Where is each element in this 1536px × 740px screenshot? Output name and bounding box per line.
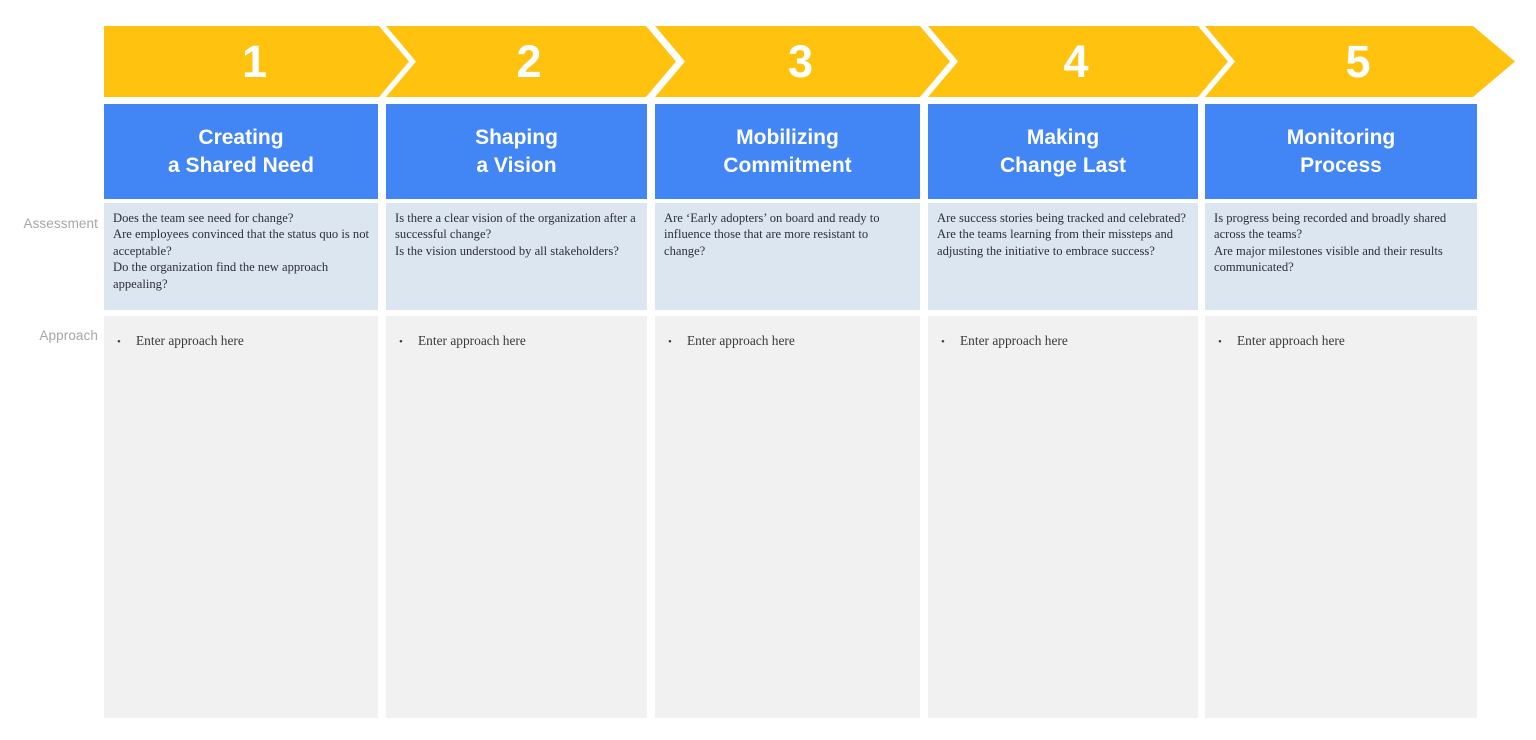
stage-title-line1: Shaping bbox=[475, 125, 558, 149]
approach-box-2[interactable]: • Enter approach here bbox=[386, 316, 647, 718]
assessment-box-4[interactable]: Are success stories being tracked and ce… bbox=[928, 203, 1198, 310]
approach-bullet-text: Enter approach here bbox=[136, 333, 244, 348]
stage-title-line2: Process bbox=[1300, 153, 1382, 177]
approach-bullet-text: Enter approach here bbox=[1237, 333, 1345, 348]
stage-number-5: 5 bbox=[1345, 36, 1371, 87]
stage-number-4: 4 bbox=[1063, 36, 1089, 87]
bullet-dot-icon: • bbox=[399, 336, 403, 348]
stage-title-2[interactable]: Shaping a Vision bbox=[386, 104, 647, 199]
approach-bullet-text: Enter approach here bbox=[687, 333, 795, 348]
stage-number-2: 2 bbox=[516, 36, 542, 87]
approach-box-3[interactable]: • Enter approach here bbox=[655, 316, 920, 718]
assessment-question: Is progress being recorded and broadly s… bbox=[1214, 211, 1447, 242]
approach-box-1[interactable]: • Enter approach here bbox=[104, 316, 378, 718]
approach-bullet-item[interactable]: • Enter approach here bbox=[1215, 332, 1467, 351]
approach-bullet-text: Enter approach here bbox=[418, 333, 526, 348]
bullet-dot-icon: • bbox=[117, 336, 121, 348]
assessment-box-3[interactable]: Are ‘Early adopters’ on board and ready … bbox=[655, 203, 920, 310]
stage-title-line1: Mobilizing bbox=[736, 125, 839, 149]
stage-chevron-5[interactable]: 5 bbox=[1205, 26, 1515, 97]
approach-bullet-text: Enter approach here bbox=[960, 333, 1068, 348]
row-label-assessment: Assessment bbox=[23, 216, 98, 231]
approach-bullet-item[interactable]: • Enter approach here bbox=[396, 332, 637, 351]
stage-title-line2: Change Last bbox=[999, 153, 1127, 177]
stage-title-1[interactable]: Creating a Shared Need bbox=[104, 104, 378, 199]
assessment-question: Are employees convinced that the status … bbox=[113, 227, 370, 258]
approach-bullet-item[interactable]: • Enter approach here bbox=[114, 332, 368, 351]
stage-chevron-band: 1 2 3 4 5 bbox=[104, 26, 1514, 97]
stage-chevron-1[interactable]: 1 bbox=[104, 26, 409, 97]
approach-box-5[interactable]: • Enter approach here bbox=[1205, 316, 1477, 718]
assessment-box-2[interactable]: Is there a clear vision of the organizat… bbox=[386, 203, 647, 310]
row-label-approach: Approach bbox=[39, 328, 98, 343]
assessment-question: Does the team see need for change? bbox=[113, 211, 294, 225]
bullet-dot-icon: • bbox=[668, 336, 672, 348]
stage-chevron-2[interactable]: 2 bbox=[386, 26, 676, 97]
assessment-box-5[interactable]: Is progress being recorded and broadly s… bbox=[1205, 203, 1477, 310]
assessment-question: Is the vision understood by all stakehol… bbox=[395, 243, 619, 258]
stage-chevron-4[interactable]: 4 bbox=[928, 26, 1228, 97]
approach-bullet-item[interactable]: • Enter approach here bbox=[938, 332, 1188, 351]
stage-number-3: 3 bbox=[787, 36, 814, 87]
assessment-question: Are major milestones visible and their r… bbox=[1214, 243, 1443, 275]
approach-box-4[interactable]: • Enter approach here bbox=[928, 316, 1198, 718]
assessment-question: Are the teams learning from their misste… bbox=[937, 227, 1174, 258]
assessment-question: Are ‘Early adopters’ on board and ready … bbox=[664, 211, 880, 258]
stage-chevron-3[interactable]: 3 bbox=[655, 26, 950, 97]
stage-title-line1: Creating bbox=[198, 125, 284, 149]
approach-bullet-item[interactable]: • Enter approach here bbox=[665, 332, 910, 351]
bullet-dot-icon: • bbox=[941, 336, 945, 348]
bullet-dot-icon: • bbox=[1218, 336, 1222, 348]
stage-title-line2: Commitment bbox=[723, 153, 852, 177]
stage-title-line1: Making bbox=[1026, 125, 1100, 149]
assessment-question: Is there a clear vision of the organizat… bbox=[395, 211, 636, 242]
stage-title-line1: Monitoring bbox=[1286, 125, 1396, 149]
assessment-question: Do the organization find the new approac… bbox=[113, 260, 329, 291]
stage-title-line2: a Shared Need bbox=[168, 153, 314, 177]
assessment-box-1[interactable]: Does the team see need for change? Are em… bbox=[104, 203, 378, 310]
stage-title-line2: a Vision bbox=[476, 153, 557, 177]
stage-number-1: 1 bbox=[241, 36, 268, 87]
assessment-question: Are success stories being tracked and ce… bbox=[937, 211, 1186, 225]
